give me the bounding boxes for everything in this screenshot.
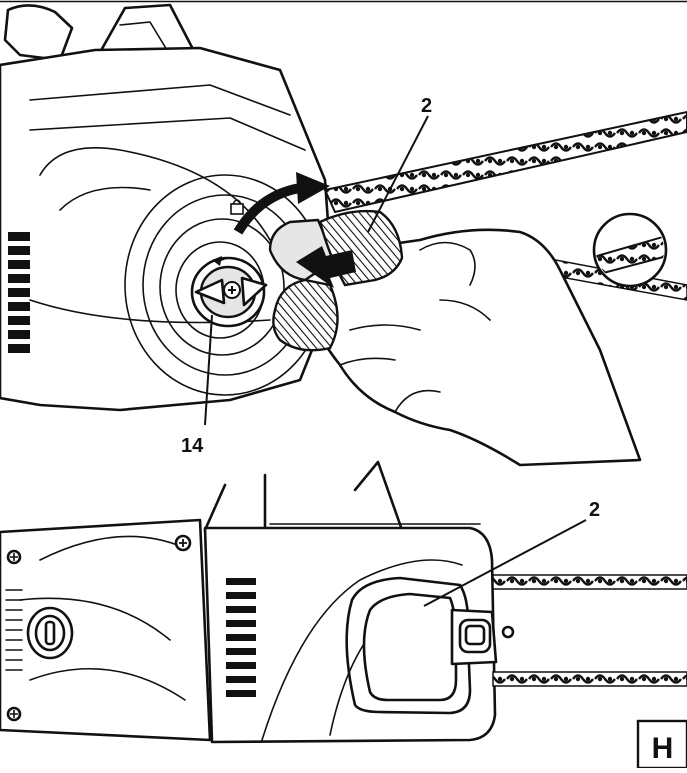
rotation-arrow — [233, 183, 301, 235]
lock-icon — [230, 199, 244, 215]
callout-part-2-bottom: 2 — [589, 499, 600, 521]
screw-icon — [6, 549, 22, 565]
saw-chain-upper — [323, 110, 687, 214]
chain-detail-inset — [592, 212, 668, 288]
push-arrow — [296, 246, 356, 288]
callout-part-14: 14 — [181, 435, 204, 457]
bottom-panel: 2 — [0, 460, 687, 744]
screw-icon — [6, 706, 22, 722]
saw-chain-lower-bottom — [492, 671, 687, 687]
cover-vent-grille — [226, 578, 256, 697]
figure-label: H — [652, 732, 674, 765]
figure-label-box: H — [636, 719, 687, 770]
saw-chain-upper-bottom — [492, 574, 687, 590]
top-panel: 2 14 — [0, 0, 687, 467]
gloved-hand — [298, 228, 642, 467]
cover-release-lever-closed — [345, 576, 515, 715]
side-vents — [5, 589, 23, 671]
knob-closed — [26, 606, 74, 660]
screw-icon — [174, 534, 192, 552]
air-vents — [8, 232, 30, 353]
front-handle — [3, 4, 74, 62]
callout-part-2-top: 2 — [421, 95, 432, 117]
tension-knob — [190, 256, 268, 328]
